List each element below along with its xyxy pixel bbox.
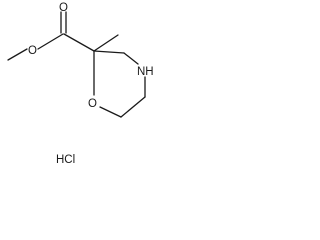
atom-label-carbonyl-oxygen: O <box>59 2 68 14</box>
bond-c6-to-o1 <box>99 106 122 118</box>
atom-label-ring-oxygen: O <box>88 98 97 110</box>
bond-methyl-to-ester-oxygen <box>7 48 28 61</box>
atom-label-ester-oxygen: O <box>28 45 37 57</box>
atom-label-ring-nitrogen: NH <box>137 66 154 78</box>
bond-ester-oxygen-to-carbonyl-carbon <box>37 33 64 50</box>
bond-carbonyl-carbon-to-c2 <box>63 33 95 52</box>
bond-c5-to-c6 <box>120 96 146 118</box>
bond-c3-to-n4 <box>123 52 139 65</box>
chemical-structure-diagram: O O NH O HCl <box>7 2 154 166</box>
salt-label: HCl <box>56 154 75 166</box>
bond-c2-to-c3 <box>93 50 125 54</box>
bond-c2-to-methyl <box>93 34 119 52</box>
